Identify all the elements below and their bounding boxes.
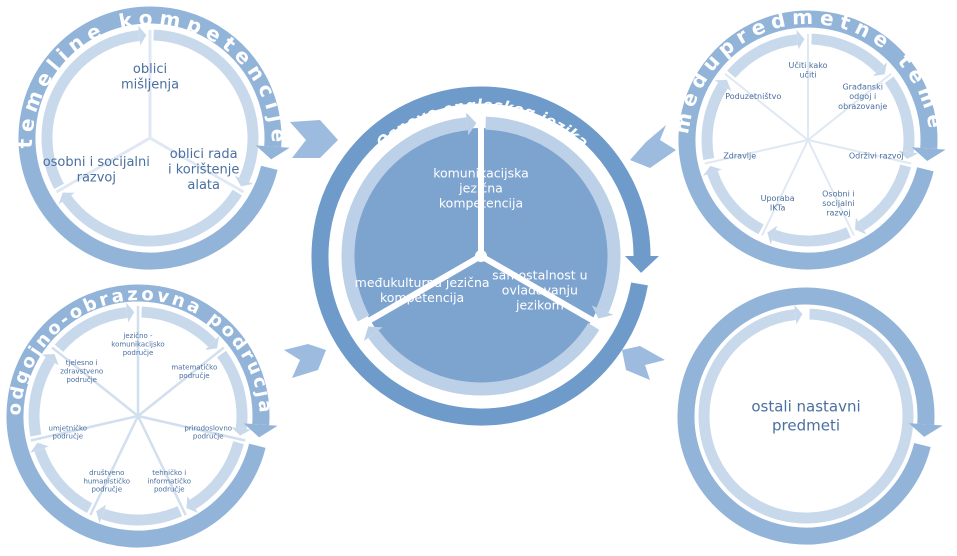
outer-ring: [6, 284, 270, 548]
arrow-bottom-right-to-center: [622, 346, 665, 380]
inner-cycle-arrow: [485, 116, 621, 313]
inner-cycle-arrow: [62, 189, 243, 247]
segment-divider: [807, 139, 912, 165]
segment-divider: [137, 346, 225, 417]
inner-cycle-arrow: [698, 308, 914, 524]
inner-cycle-arrowhead: [231, 427, 252, 436]
inner-cycle-arrowhead: [235, 175, 254, 187]
segment-divider: [136, 415, 187, 516]
inner-cycle-arrow: [189, 441, 244, 510]
segment-divider: [137, 414, 246, 442]
segment-divider: [761, 139, 809, 236]
inner-cycle-arrowhead: [363, 326, 383, 342]
inner-cycle-arrowhead: [205, 336, 220, 350]
outer-ring-arrowhead: [625, 256, 659, 273]
inner-cycle-arrow: [884, 76, 915, 153]
outer-ring-arrowhead: [908, 423, 943, 437]
segment-divider: [807, 139, 855, 236]
segment-divider: [55, 136, 151, 194]
inner-cycle-arrowhead: [30, 442, 49, 453]
segment-label: Poduzetništvo: [725, 91, 781, 101]
segment-divider: [89, 415, 140, 516]
inner-cycle-arrow: [772, 227, 851, 247]
inner-cycle-arrow: [34, 447, 93, 513]
inner-cycle-arrowhead: [714, 79, 732, 91]
segment-divider: [349, 253, 483, 334]
inner-cycle-arrowhead: [872, 62, 888, 77]
segment-divider: [479, 253, 613, 334]
inner-cycle-arrow: [41, 30, 140, 189]
inner-cycle-arrowhead: [42, 354, 59, 366]
inner-cycle-arrow: [707, 170, 764, 235]
arrow-top-right-to-center: [630, 125, 676, 168]
segment-label: Zdravlje: [723, 151, 756, 160]
inner-cycle-arrow: [54, 307, 128, 353]
inner-cycle-arrow: [141, 306, 217, 347]
inner-cycle-arrow: [217, 350, 248, 430]
inner-cycle-arrowhead: [96, 504, 107, 524]
outer-ring: [311, 86, 651, 426]
outer-ring: [677, 287, 935, 545]
segment-divider: [724, 73, 809, 141]
inner-cycle-arrowhead: [465, 112, 477, 136]
segment-divider: [704, 139, 809, 165]
outer-ring-arrowhead: [911, 147, 946, 162]
outer-ring: [678, 10, 938, 270]
segment-label: Održivi razvoj: [849, 151, 904, 160]
inner-cycle-arrowhead: [126, 302, 135, 323]
inner-cycle-arrow: [858, 164, 911, 231]
outer-ring-arrowhead: [243, 423, 278, 438]
segment-divider: [149, 136, 245, 194]
segment-divider: [51, 346, 139, 417]
inner-cycle-arrow: [28, 357, 56, 437]
inner-cycle-arrow: [341, 117, 468, 322]
inner-cycle-arrow: [811, 33, 884, 74]
inner-cycle-arrowhead: [898, 150, 919, 160]
segment-divider: [30, 414, 139, 442]
outer-ring: [18, 6, 282, 270]
inner-cycle-arrowhead: [186, 496, 198, 513]
inner-cycle-arrowhead: [767, 225, 778, 245]
outer-ring-arrowhead: [255, 145, 290, 160]
arrow-top-left-to-center: [290, 120, 338, 158]
inner-cycle-arrowhead: [854, 217, 867, 235]
inner-cycle-arrowhead: [703, 165, 722, 176]
segment-divider: [807, 73, 892, 141]
inner-cycle-arrowhead: [138, 25, 147, 46]
inner-cycle-arrowhead: [794, 304, 803, 325]
inner-cycle-arrow: [153, 29, 259, 183]
inner-cycle-arrowhead: [58, 192, 75, 205]
inner-cycle-arrow: [727, 34, 799, 78]
inner-cycle-arrow: [701, 82, 728, 161]
inner-cycle-arrow: [368, 323, 600, 396]
arrow-bottom-left-to-center: [284, 344, 326, 378]
connector-arrows: [284, 120, 676, 380]
inner-cycle-arrow: [101, 506, 183, 526]
inner-cycle-arrowhead: [796, 29, 805, 50]
inner-cycle-arrowhead: [591, 305, 614, 319]
